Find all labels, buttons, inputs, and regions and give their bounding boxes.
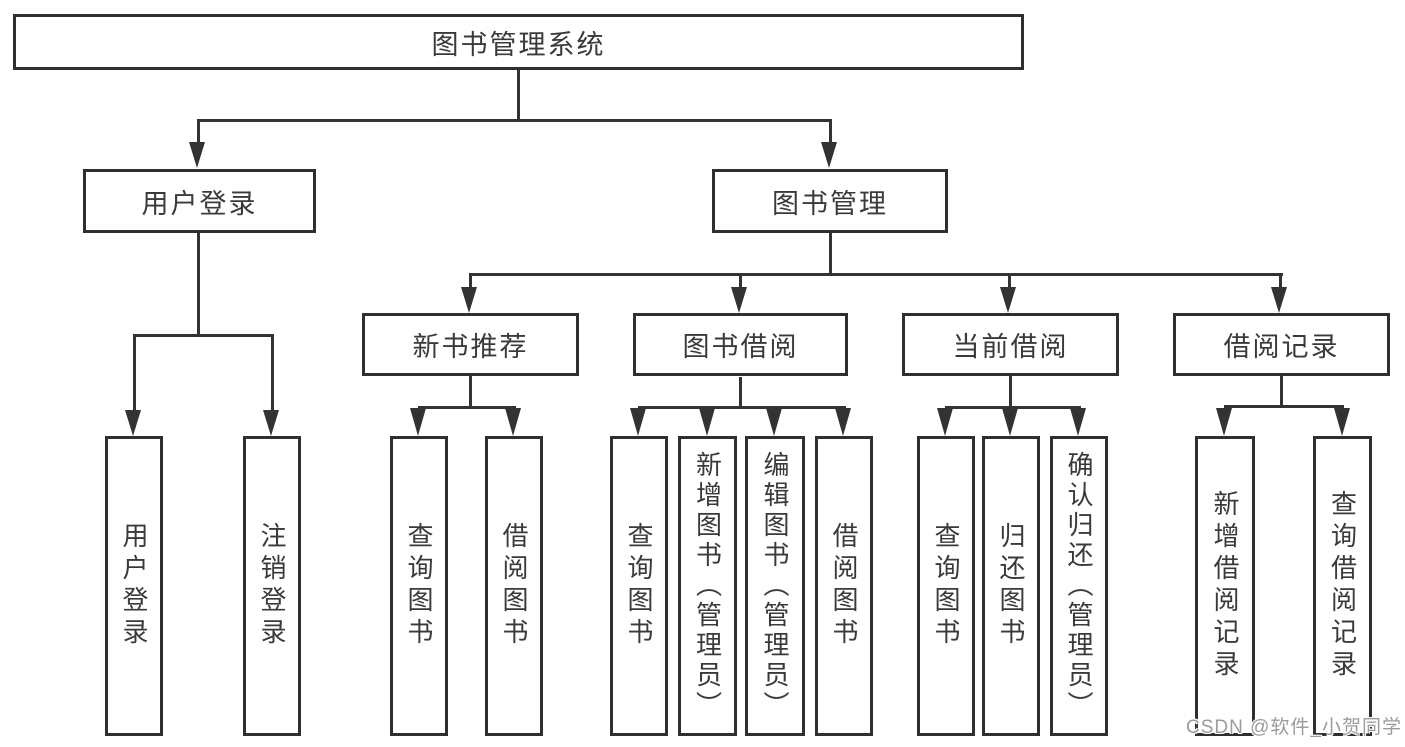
arrow-to-leaf-query-books-3: [937, 408, 953, 436]
connector-g2-branch: [418, 406, 516, 409]
leaf-return-books: 归还图书: [982, 436, 1040, 736]
leaf-borrow-books-2: 借阅图书: [815, 436, 873, 736]
connector-l3-drop-2: [739, 273, 742, 289]
leaf-query-books-3: 查询图书: [917, 436, 975, 736]
connector-g4-stem: [1009, 376, 1012, 409]
connector-l3-drop-3: [1008, 273, 1011, 289]
leaf-confirm-return-admin: 确认归还（管理员）: [1050, 436, 1108, 736]
node-user-login: 用户登录: [83, 169, 316, 233]
connector-l3-drop-4: [1279, 273, 1282, 289]
node-book-management: 图书管理: [712, 169, 948, 233]
leaf-query-books-1: 查询图书: [390, 436, 448, 736]
node-new-book-recommend: 新书推荐: [362, 313, 579, 376]
leaf-query-books-2: 查询图书: [610, 436, 668, 736]
arrow-to-leaf-edit-books: [766, 408, 782, 436]
arrow-to-book-management: [821, 142, 837, 168]
node-library-management-system: 图书管理系统: [13, 14, 1024, 70]
connector-g4-branch: [945, 406, 1081, 409]
leaf-logout: 注销登录: [243, 436, 301, 736]
connector-login-group-branch: [133, 334, 274, 337]
arrow-to-user-login: [189, 142, 205, 168]
arrow-to-leaf-borrow-books-2: [835, 408, 851, 436]
connector-g2-stem: [469, 376, 472, 409]
connector-g3-branch: [638, 406, 846, 409]
leaf-add-books-admin: 新增图书（管理员）: [678, 436, 737, 736]
arrow-to-book-borrowing: [731, 287, 747, 313]
connector-level2-branch: [197, 119, 831, 122]
leaf-borrow-books-1: 借阅图书: [485, 436, 543, 736]
connector-login-leaf1-drop: [133, 334, 136, 412]
arrow-to-current-borrowing: [1000, 287, 1016, 313]
arrow-to-leaf-confirm-return: [1070, 408, 1086, 436]
csdn-watermark: CSDN @软件_小贺同学: [1186, 717, 1402, 738]
connector-manage-group-stem: [829, 233, 832, 276]
connector-l3-drop-1: [469, 273, 472, 289]
connector-login-leaf2-drop: [271, 334, 274, 412]
connector-g5-branch: [1224, 405, 1344, 408]
node-borrowing-records: 借阅记录: [1173, 313, 1390, 376]
leaf-edit-books-admin: 编辑图书（管理员）: [745, 436, 805, 736]
connector-g3-stem: [739, 377, 742, 409]
connector-manage-drop: [829, 119, 832, 146]
arrow-to-leaf-logout: [263, 410, 279, 436]
arrow-to-leaf-query-books-2: [630, 408, 646, 436]
connector-level3-branch: [469, 273, 1283, 276]
arrow-to-leaf-add-record: [1216, 408, 1232, 436]
leaf-query-borrow-record: 查询借阅记录: [1313, 436, 1372, 736]
arrow-to-leaf-borrow-books-1: [505, 408, 521, 436]
arrow-to-borrowing-records: [1271, 287, 1287, 313]
leaf-add-borrow-record: 新增借阅记录: [1195, 436, 1255, 736]
arrow-to-new-book-recommend: [461, 287, 477, 313]
arrow-to-leaf-query-record: [1334, 408, 1350, 436]
leaf-user-login: 用户登录: [105, 436, 163, 736]
node-book-borrowing: 图书借阅: [633, 313, 848, 376]
arrow-to-leaf-user-login: [125, 410, 141, 436]
connector-login-group-stem: [197, 233, 200, 336]
connector-root-stem: [517, 69, 520, 119]
node-current-borrowing: 当前借阅: [902, 313, 1119, 376]
arrow-to-leaf-add-books: [699, 408, 715, 436]
arrow-to-leaf-query-books-1: [410, 408, 426, 436]
arrow-to-leaf-return-books: [1002, 408, 1018, 436]
connector-g5-stem: [1280, 375, 1283, 408]
connector-login-drop: [197, 119, 200, 146]
